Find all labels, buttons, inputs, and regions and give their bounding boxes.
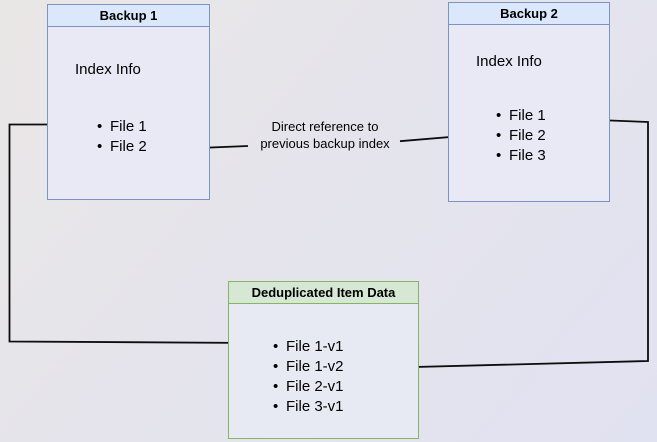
backup1-file-2: File 2 <box>110 137 147 155</box>
backup2-box: Backup 2 <box>448 2 610 202</box>
backup2-title: Backup 2 <box>449 3 609 25</box>
list-item: • File 1 <box>97 116 147 136</box>
dedup-title: Deduplicated Item Data <box>229 282 418 304</box>
backup1-file-list: • File 1 • File 2 <box>97 116 147 156</box>
list-item: • File 1-v2 <box>273 356 344 376</box>
backup1-subtitle: Index Info <box>75 61 141 78</box>
backup2-file-list: • File 1 • File 2 • File 3 <box>496 105 546 165</box>
bullet-icon: • <box>97 137 103 155</box>
backup2-subtitle: Index Info <box>476 53 542 70</box>
backup2-file-1: File 1 <box>509 106 546 124</box>
dedup-file-list: • File 1-v1 • File 1-v2 • File 2-v1 • Fi… <box>273 336 344 416</box>
edge-label-direct-reference: Direct reference to previous backup inde… <box>244 118 406 152</box>
dedup-file-1v2: File 1-v2 <box>286 357 344 375</box>
dedup-file-1v1: File 1-v1 <box>286 337 344 355</box>
dedup-file-3v1: File 3-v1 <box>286 397 344 415</box>
bullet-icon: • <box>273 337 279 355</box>
bullet-icon: • <box>97 117 103 135</box>
bullet-icon: • <box>273 397 279 415</box>
dedup-file-2v1: File 2-v1 <box>286 377 344 395</box>
bullet-icon: • <box>273 357 279 375</box>
list-item: • File 1 <box>496 105 546 125</box>
edge-label-line1: Direct reference to <box>271 119 379 134</box>
bullet-icon: • <box>496 146 502 164</box>
backup1-box: Backup 1 <box>47 4 210 200</box>
list-item: • File 2 <box>496 125 546 145</box>
bullet-icon: • <box>496 126 502 144</box>
backup1-title: Backup 1 <box>48 5 209 27</box>
dedup-box: Deduplicated Item Data <box>228 281 419 439</box>
bullet-icon: • <box>496 106 502 124</box>
list-item: • File 2-v1 <box>273 376 344 396</box>
list-item: • File 1-v1 <box>273 336 344 356</box>
backup1-file-1: File 1 <box>110 117 147 135</box>
bullet-icon: • <box>273 377 279 395</box>
edge-label-line2: previous backup index <box>260 136 390 151</box>
list-item: • File 3 <box>496 145 546 165</box>
backup2-file-2: File 2 <box>509 126 546 144</box>
list-item: • File 2 <box>97 136 147 156</box>
list-item: • File 3-v1 <box>273 396 344 416</box>
backup2-file-3: File 3 <box>509 146 546 164</box>
